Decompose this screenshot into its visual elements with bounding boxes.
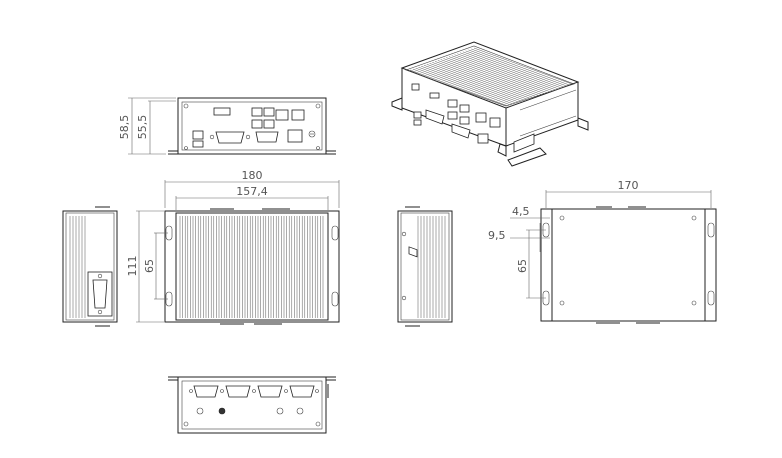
iso-fin [448, 56, 548, 93]
iso-fin [426, 64, 525, 101]
iso-fin [443, 58, 542, 95]
top-view: 180 157,4 111 65 [126, 169, 340, 325]
top-width-outer-label: 111 [126, 256, 139, 277]
iso-fin [434, 61, 534, 98]
front-height-outer-label: 58,5 [118, 115, 131, 140]
iso-fin [412, 68, 511, 106]
top-width-inner-label: 65 [143, 259, 156, 273]
side-view-right [397, 206, 453, 327]
iso-fin [460, 52, 559, 90]
bottom-edge-offset-label: 4,5 [512, 205, 530, 218]
iso-fin [432, 62, 531, 99]
iso-fin [429, 63, 528, 100]
top-length-outer-label: 180 [242, 169, 263, 182]
iso-fin [468, 49, 567, 87]
isometric-view [391, 41, 589, 258]
bottom-length-label: 170 [618, 179, 639, 192]
iso-fin [418, 66, 517, 104]
bottom-slot-width-label: 9,5 [488, 229, 506, 242]
iso-fin [409, 69, 509, 107]
iso-fin [462, 51, 561, 89]
iso-fin [457, 53, 556, 90]
iso-fin [423, 64, 522, 102]
rear-view [168, 376, 336, 434]
bottom-hole-pitch-label: 65 [516, 259, 529, 273]
side-view-left [62, 206, 118, 327]
front-height-inner-label: 55,5 [136, 115, 149, 140]
top-length-inner-label: 157,4 [236, 185, 268, 198]
iso-fin [440, 59, 539, 96]
iso-fin [415, 67, 514, 105]
iso-fin [465, 50, 564, 88]
iso-fin [437, 60, 536, 97]
iso-fin [471, 48, 570, 86]
front-view: 58,5 55,5 [118, 97, 336, 155]
iso-fin [451, 55, 550, 92]
bottom-view: 170 4,5 9,5 65 [488, 179, 717, 324]
iso-fin [421, 65, 520, 103]
iso-fin [473, 47, 573, 85]
iso-fin [446, 57, 545, 94]
iso-fin [454, 54, 553, 91]
